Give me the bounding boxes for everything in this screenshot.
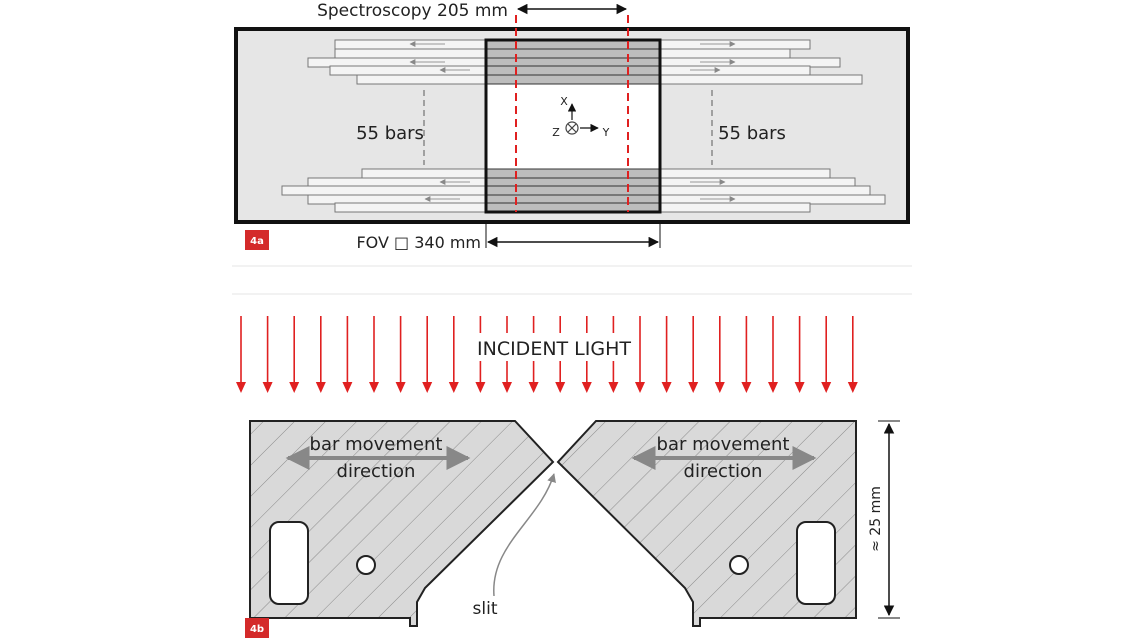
spectroscopy-label: Spectroscopy 205 mm [317, 1, 508, 21]
incident-label-bg [470, 333, 638, 361]
right-bar-slot [796, 521, 836, 605]
right-bar-label-line2: direction [684, 461, 763, 482]
axis-x-label: X [560, 95, 568, 108]
left-bar-profile [249, 420, 555, 627]
left-bar-slot [269, 521, 309, 605]
bars-left-label: 55 bars [356, 123, 424, 144]
light-ray-head [369, 382, 379, 393]
light-ray-head [502, 382, 512, 393]
panel-4b: INCIDENT LIGHT bar movement direction ba… [236, 316, 900, 638]
light-ray-head [581, 382, 592, 393]
light-ray-head [847, 382, 858, 393]
axis-z-label: Z [552, 126, 560, 139]
light-ray-head [315, 382, 326, 393]
incident-light-arrows [236, 316, 858, 393]
light-ray-head [555, 382, 566, 393]
lower-bars [281, 168, 886, 213]
light-ray-head [422, 382, 433, 393]
light-ray-head [236, 382, 246, 393]
light-ray-head [528, 382, 539, 393]
right-bar-label-line1: bar movement [657, 434, 790, 455]
left-bar-hole [356, 555, 376, 575]
light-ray-head [289, 382, 300, 393]
bars-right-label: 55 bars [718, 123, 786, 144]
light-ray-head [821, 382, 832, 393]
light-ray-head [794, 382, 805, 393]
height-label: ≈ 25 mm [868, 486, 884, 552]
fov-label: FOV □ 340 mm [356, 233, 481, 252]
light-ray-head [475, 382, 486, 393]
light-ray-head [608, 382, 619, 393]
left-bar-label-line2: direction [337, 461, 416, 482]
panel-4a: Spectroscopy 205 mm 55 bars 55 bars X Y … [234, 1, 910, 252]
right-bar-hole [729, 555, 749, 575]
light-ray-head [661, 382, 672, 393]
axis-y-label: Y [602, 126, 610, 139]
fov-lower-bars [485, 168, 661, 213]
slit-pointer [493, 473, 556, 597]
light-ray-head [688, 382, 699, 393]
bar-direction-arrows [409, 41, 736, 202]
light-ray-head [395, 382, 406, 393]
light-ray-head [768, 382, 778, 393]
fov-upper-bars [485, 39, 661, 85]
axes-symbol: X Y Z [552, 95, 609, 139]
light-ray-head [635, 382, 645, 393]
light-ray-head [714, 382, 725, 393]
light-ray-head [741, 382, 752, 393]
light-ray-head [342, 382, 353, 393]
light-ray-head [448, 382, 459, 393]
slit-label: slit [473, 599, 498, 619]
left-bar-label-line1: bar movement [310, 434, 443, 455]
right-bar-profile [556, 420, 857, 627]
badge-4a-label: 4a [250, 236, 264, 247]
fov-box [484, 38, 662, 214]
light-ray-head [262, 382, 273, 393]
badge-4a [245, 230, 269, 250]
badge-4b-label: 4b [250, 624, 264, 635]
badge-4b [245, 618, 269, 638]
incident-light-label: INCIDENT LIGHT [477, 338, 631, 360]
